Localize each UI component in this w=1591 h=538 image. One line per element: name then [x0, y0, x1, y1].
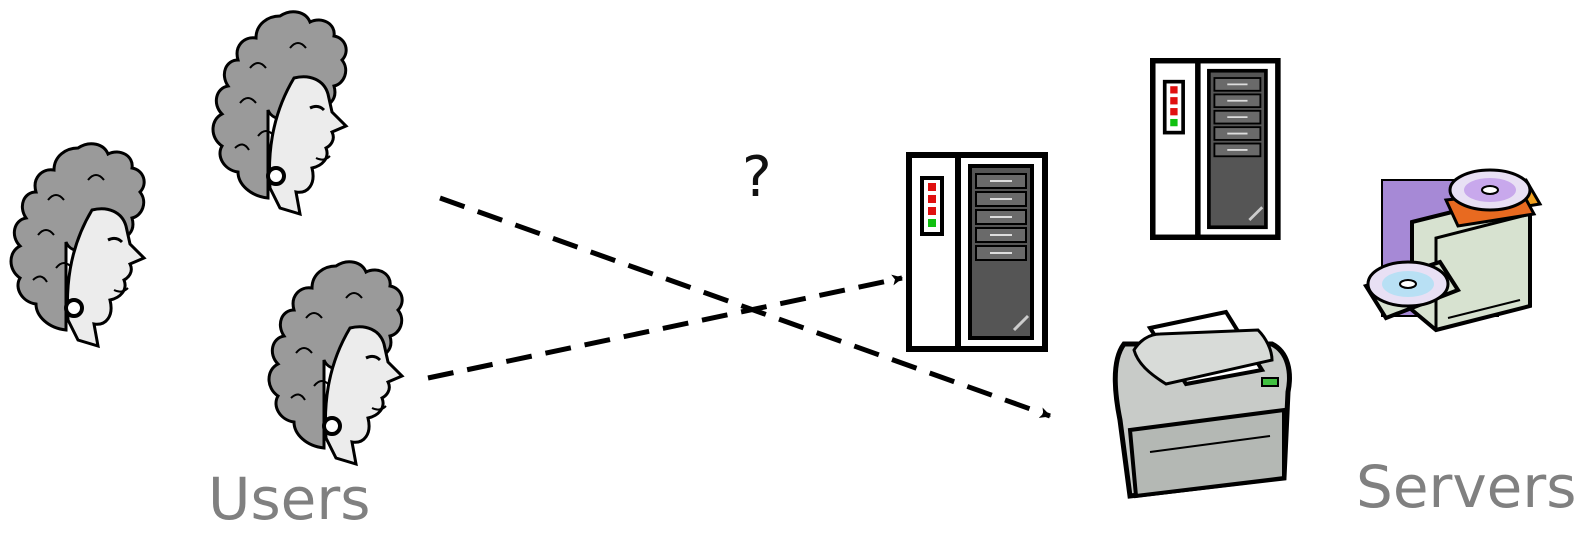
- servers-label: Servers: [1356, 453, 1577, 521]
- server-tower-icon-back: [1153, 61, 1278, 238]
- server-tower-icon-front: [909, 155, 1045, 349]
- question-mark-label: ?: [742, 145, 772, 210]
- printer-icon: [1112, 309, 1292, 499]
- users-label: Users: [208, 465, 371, 533]
- cd-drive-icon: [1362, 168, 1543, 333]
- request-arrow-to-server: [427, 274, 904, 381]
- user-icon-bottom: [267, 259, 405, 466]
- user-icon-top: [211, 9, 349, 217]
- user-icon-left: [9, 141, 147, 348]
- request-arrow-to-printer: [439, 195, 1052, 419]
